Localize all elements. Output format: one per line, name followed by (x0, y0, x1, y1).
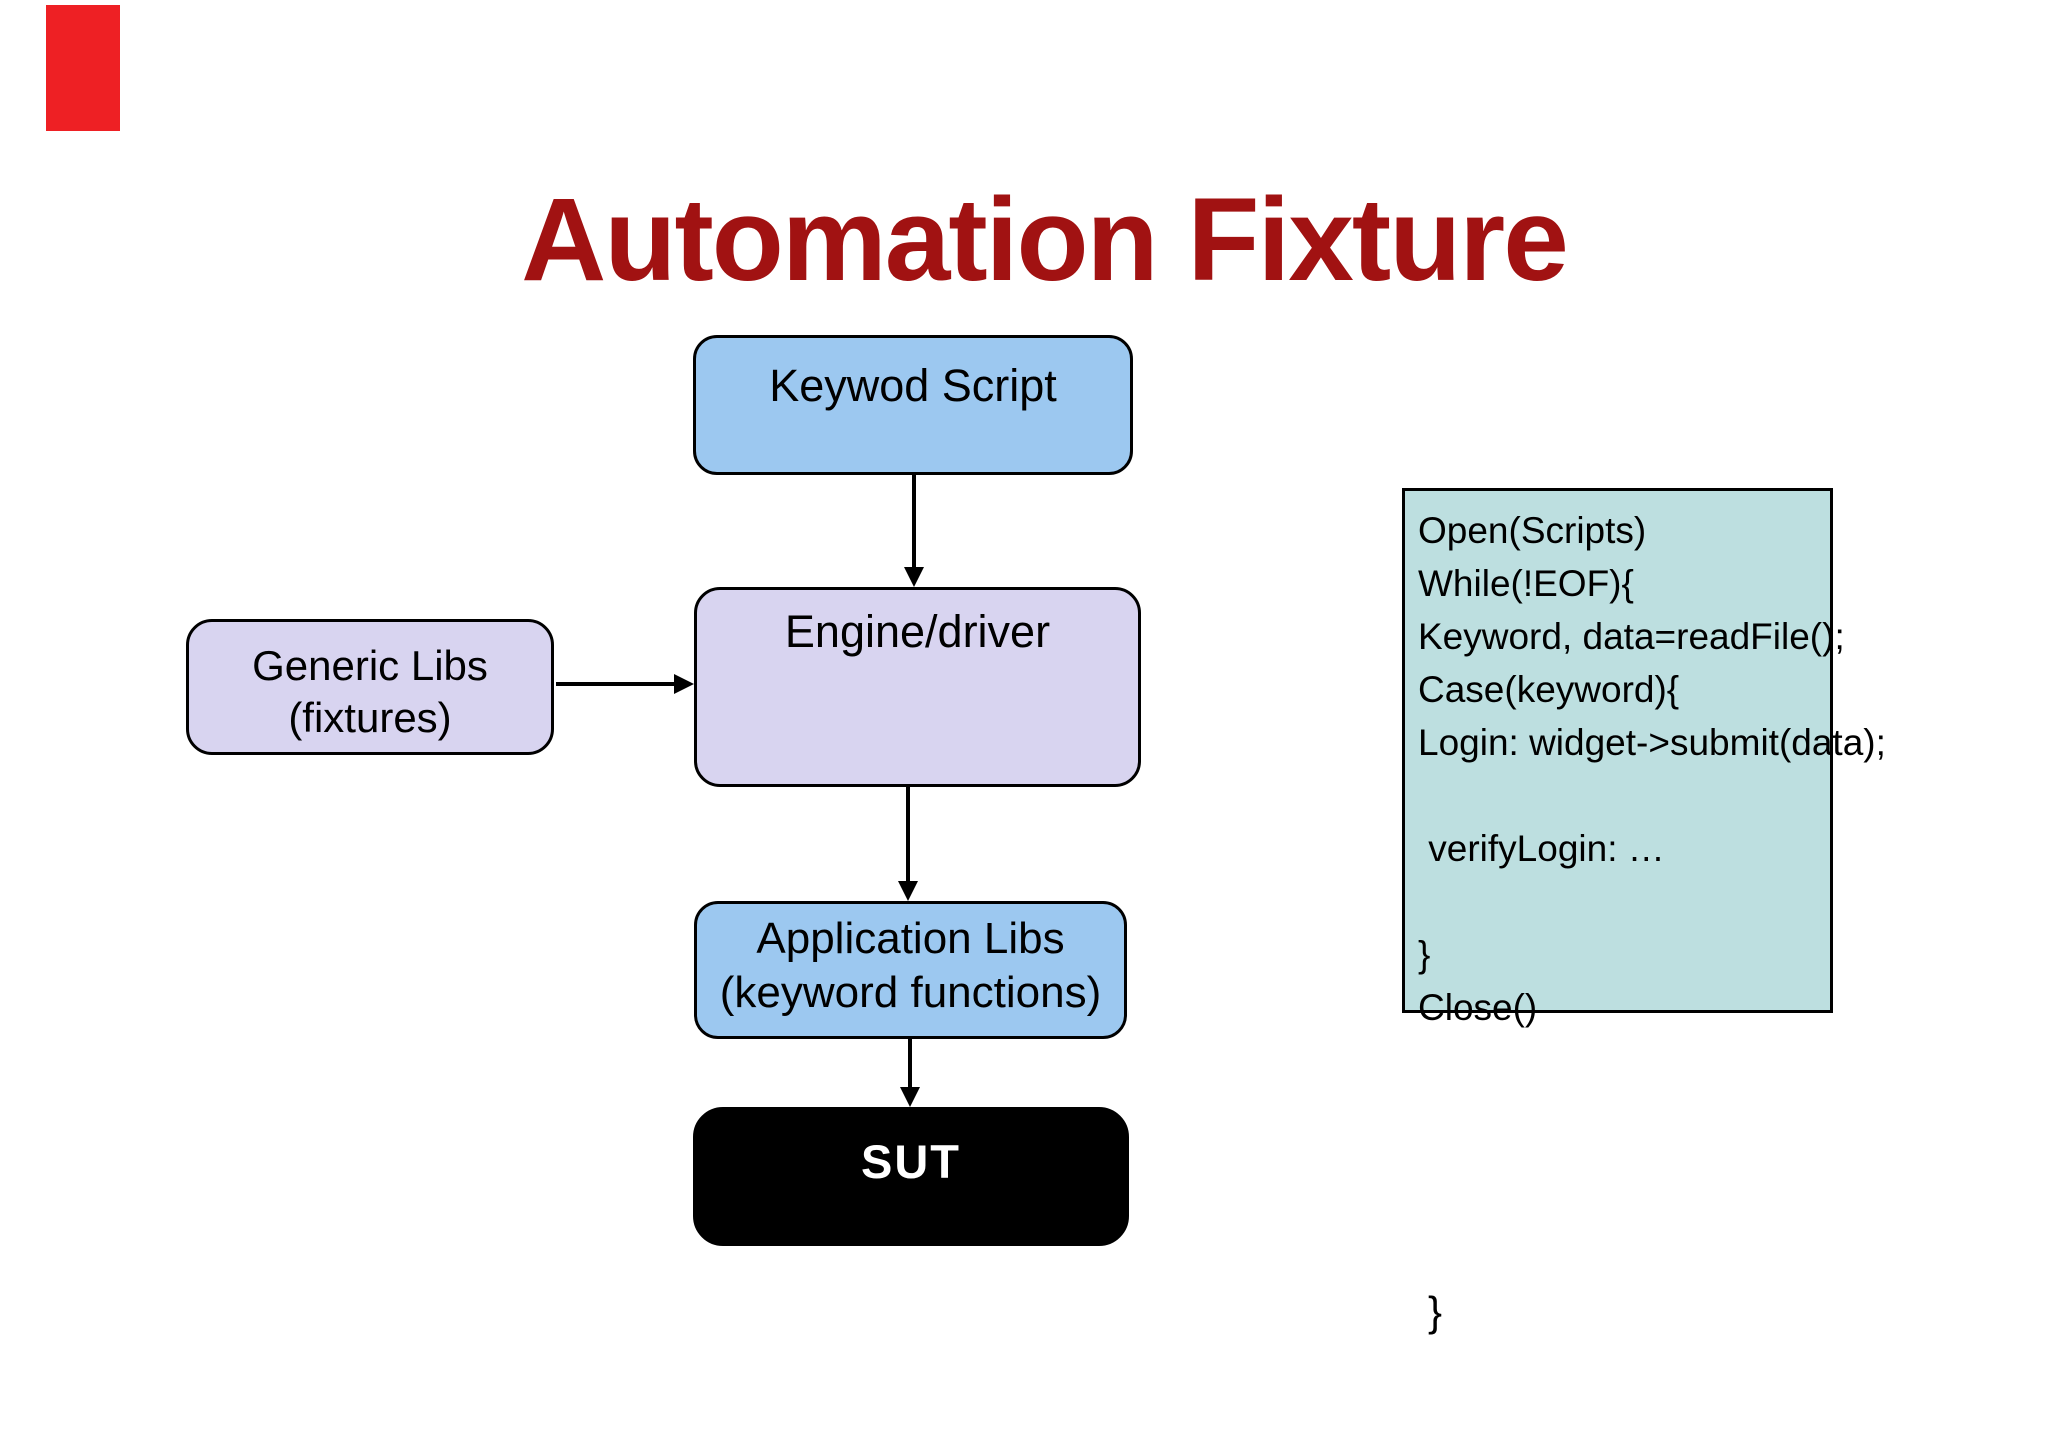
node-generic-libs-line2: (fixtures) (288, 694, 452, 741)
node-generic-libs: Generic Libs (fixtures) (186, 619, 554, 755)
node-application-libs: Application Libs (keyword functions) (694, 901, 1127, 1039)
code-line: While(!EOF){ (1418, 563, 1634, 604)
code-line (1418, 875, 1830, 928)
code-line: verifyLogin: … (1418, 828, 1665, 869)
code-line: Login: widget->submit(data); (1418, 722, 1886, 763)
closing-brace: } (1428, 1288, 1443, 1335)
arrow-engine-to-applibs-head (898, 881, 918, 901)
node-sut: SUT (693, 1107, 1129, 1246)
node-keyword-script-label: Keywod Script (769, 360, 1057, 411)
node-application-libs-line2: (keyword functions) (719, 968, 1102, 1017)
code-line (1418, 769, 1830, 822)
node-application-libs-line1: Application Libs (756, 914, 1065, 963)
arrow-generic-to-engine-line (556, 682, 678, 686)
code-line: } (1418, 934, 1431, 975)
slide-title: Automation Fixture (521, 174, 1569, 306)
arrow-engine-to-applibs-line (906, 787, 910, 883)
node-keyword-script: Keywod Script (693, 335, 1133, 475)
node-engine-driver: Engine/driver (694, 587, 1141, 787)
node-engine-driver-label: Engine/driver (784, 606, 1051, 657)
code-line: Keyword, data=readFile(); (1418, 616, 1845, 657)
code-line: Case(keyword){ (1418, 669, 1680, 710)
red-marker-decoration (46, 5, 120, 131)
arrow-applibs-to-sut-head (900, 1087, 920, 1107)
node-generic-libs-line1: Generic Libs (252, 642, 488, 689)
arrow-keyword-to-engine-head (904, 567, 924, 587)
arrow-generic-to-engine-head (674, 674, 694, 694)
code-line: Close() (1418, 987, 1538, 1028)
arrow-keyword-to-engine-line (912, 475, 916, 569)
node-sut-label: SUT (861, 1135, 961, 1188)
code-panel: Open(Scripts) While(!EOF){ Keyword, data… (1402, 488, 1886, 1028)
arrow-applibs-to-sut-line (908, 1039, 912, 1089)
code-line: Open(Scripts) (1418, 510, 1647, 551)
